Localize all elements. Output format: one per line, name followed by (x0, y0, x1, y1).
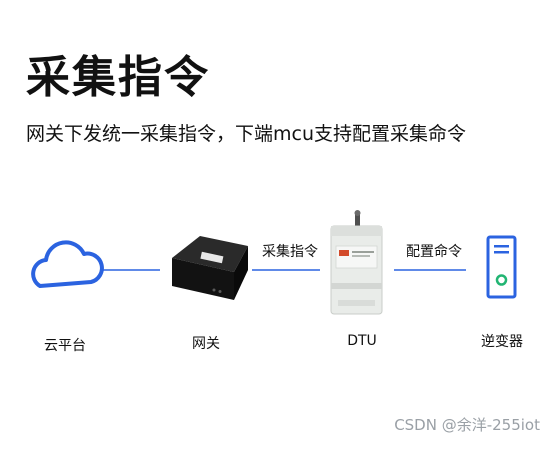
edge-label-dtu-inverter: 配置命令 (406, 244, 462, 260)
cloud-icon (31, 240, 104, 288)
watermark-text: CSDN @余洋-255iot (394, 416, 540, 434)
node-label-dtu: DTU (347, 333, 377, 349)
edge-label-gateway-dtu: 采集指令 (262, 244, 318, 260)
node-label-gateway: 网关 (192, 336, 220, 352)
gateway-device-icon (172, 236, 248, 300)
dtu-device-icon (330, 210, 383, 315)
node-label-inverter: 逆变器 (481, 334, 523, 350)
page-subtitle: 网关下发统一采集指令，下端mcu支持配置采集命令 (26, 123, 466, 145)
node-label-cloud: 云平台 (44, 338, 86, 354)
inverter-icon (486, 235, 517, 299)
page-title: 采集指令 (26, 52, 210, 103)
